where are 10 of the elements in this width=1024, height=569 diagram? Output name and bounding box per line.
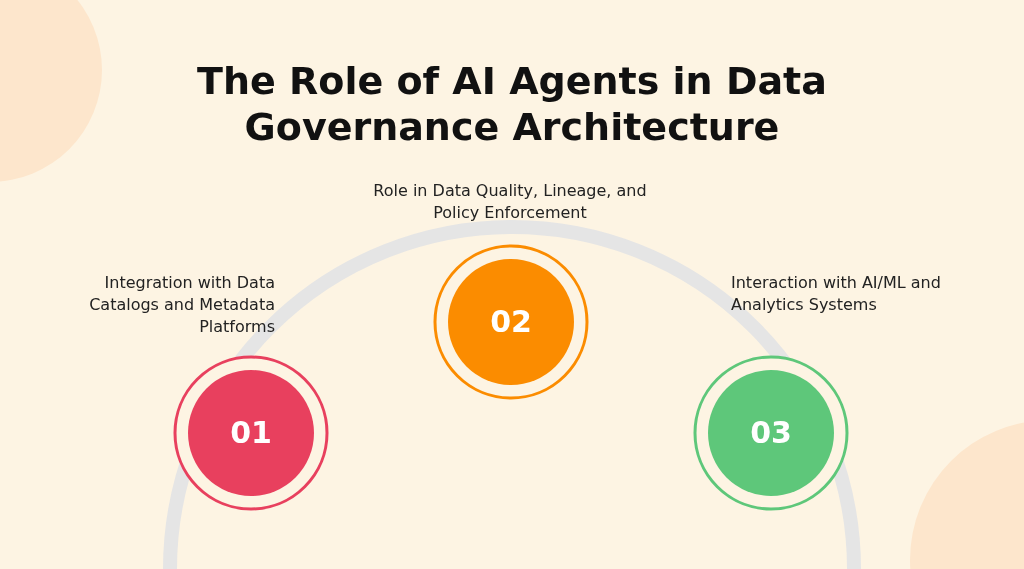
- numbered-circle: [433, 244, 589, 400]
- numbered-circle: [693, 355, 849, 511]
- numbered-circle: [173, 355, 329, 511]
- step-number: 03: [749, 414, 793, 452]
- step-label: Role in Data Quality, Lineage, and Policy Enforcement: [372, 180, 648, 224]
- step-number: 02: [489, 303, 533, 341]
- step-label: Integration with Data Catalogs and Metadata Platforms: [88, 272, 275, 338]
- title: The Role of AI Agents in Data Governance Architecture: [196, 58, 828, 150]
- step-label: Interaction with AI/ML and Analytics Systems: [731, 272, 942, 316]
- step-number: 01: [229, 414, 273, 452]
